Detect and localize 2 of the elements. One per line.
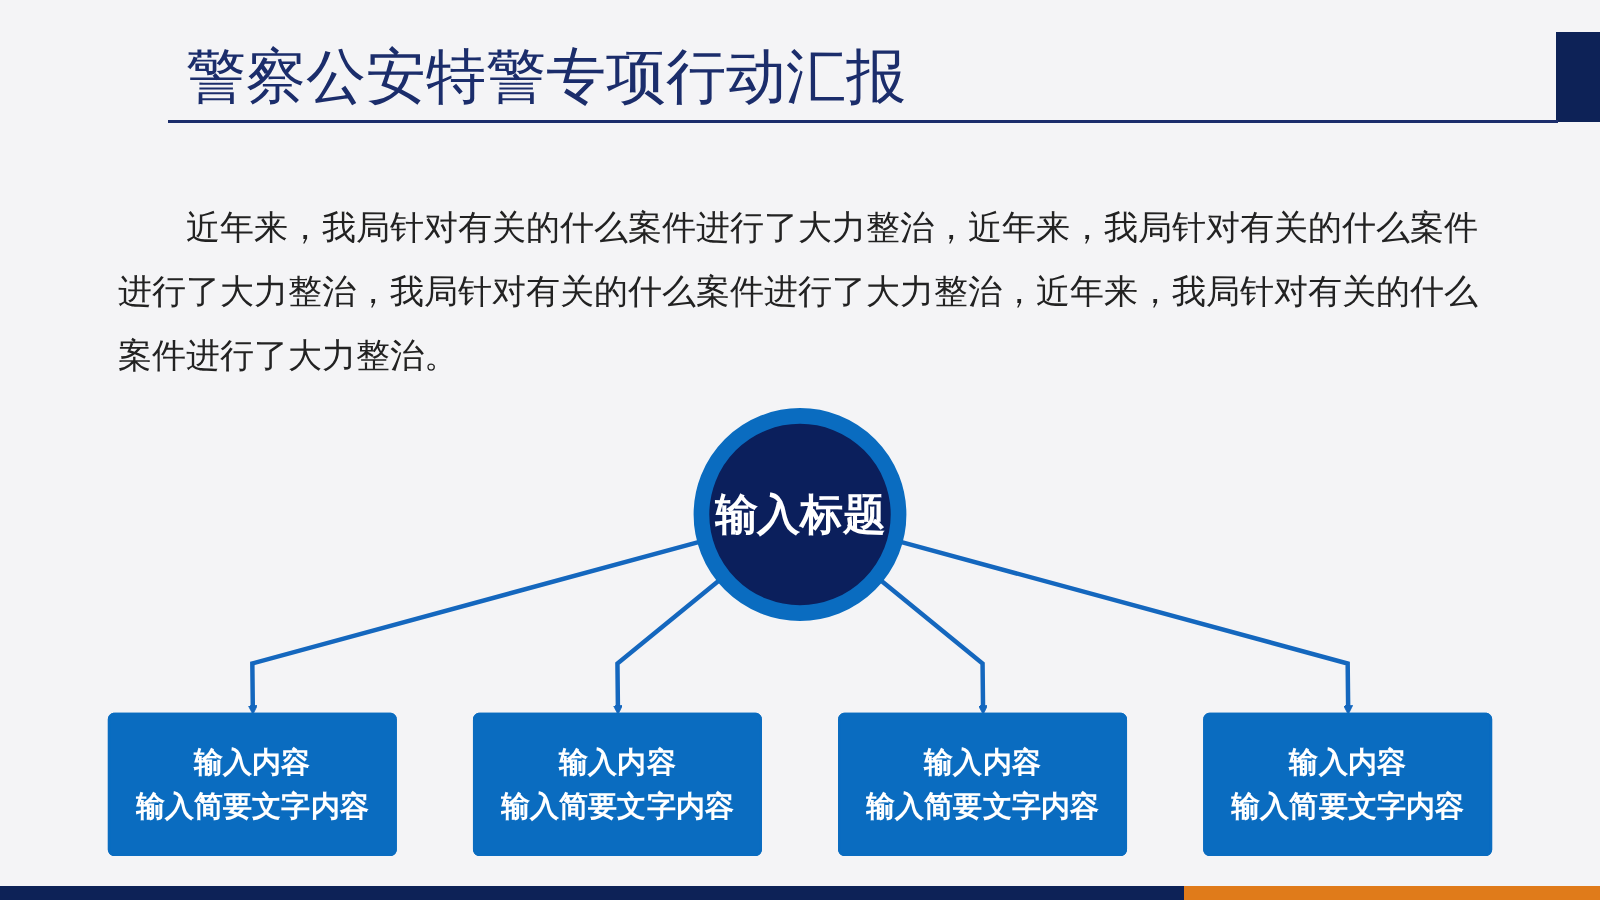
body-paragraph: 近年来，我局针对有关的什么案件进行了大力整治，近年来，我局针对有关的什么案件进行了大力整治，我局针对有关的什么案件进行了大力整治，近年来，我局针对有关的什么案件进行了大力整治。	[118, 206, 1479, 377]
slide-title: 警察公安特警专项行动汇报	[186, 40, 906, 113]
